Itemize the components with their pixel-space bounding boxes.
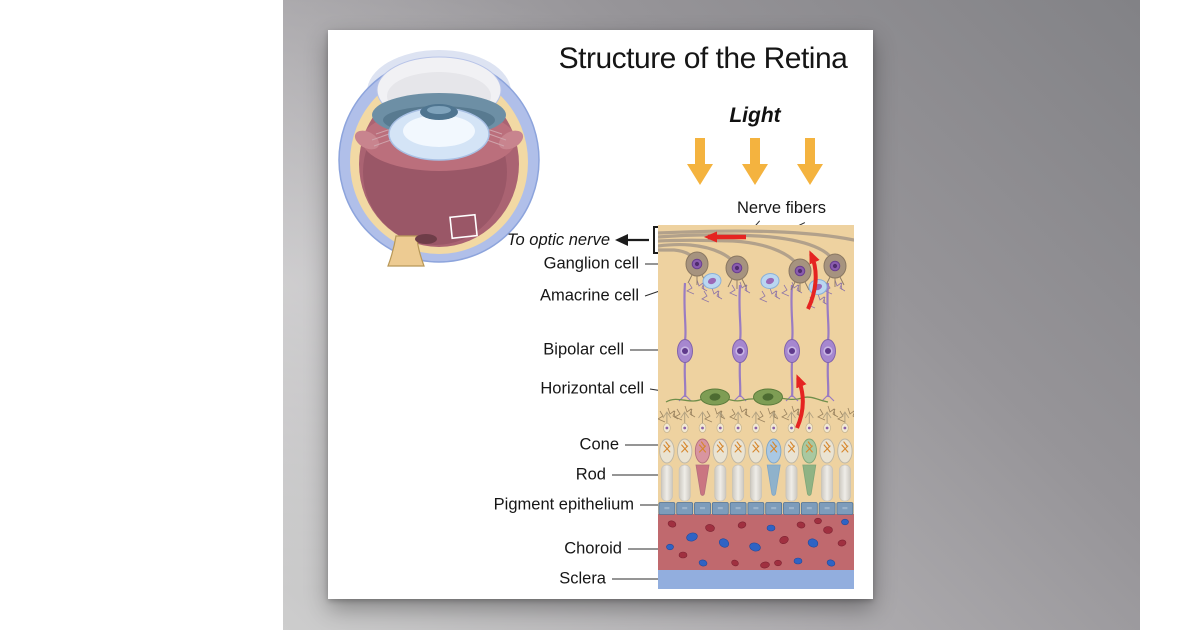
to-optic-nerve-row: To optic nerve <box>507 226 661 254</box>
horizontal-cell-label-row: Horizontal cell <box>540 380 702 399</box>
label-lead-line <box>612 578 667 580</box>
photoreceptor-column-rod <box>677 411 693 502</box>
photoreceptor-column-rod <box>837 411 853 502</box>
bipolar-cell-label-row: Bipolar cell <box>543 341 678 360</box>
ciliary-body-left <box>354 130 380 150</box>
fiber-bundle-bracket <box>653 226 661 254</box>
ciliary-body-right <box>498 130 524 150</box>
eye-cross-section-illustration <box>338 50 540 267</box>
photoreceptor-column-rod <box>659 411 675 502</box>
pigment-epithelium-label: Pigment epithelium <box>493 495 634 514</box>
choroid-label: Choroid <box>564 539 622 558</box>
poster-title: Structure of the Retina <box>558 42 848 75</box>
horizontal-cell-label: Horizontal cell <box>540 379 644 398</box>
amacrine-cell-label: Amacrine cell <box>539 286 639 305</box>
signal-direction-arrows <box>704 231 820 429</box>
ganglion-cell-label: Ganglion cell <box>543 254 639 273</box>
left-arrow-icon <box>615 234 649 246</box>
photoreceptor-columns <box>659 411 853 502</box>
choroid-layer <box>658 514 854 570</box>
to-optic-nerve-label: To optic nerve <box>506 230 610 249</box>
label-lead-line <box>612 474 668 476</box>
zoom-region-indicator <box>449 213 478 240</box>
choroid-blood-cells <box>666 517 849 569</box>
bipolar-cells <box>677 282 836 402</box>
amacrine-cell-label-row: Amacrine cell <box>539 275 705 306</box>
lens-highlight <box>403 115 475 147</box>
plexiform-tangles <box>658 279 854 423</box>
lens-top-highlight <box>427 106 451 114</box>
nerve-fibers-label: Nerve fibers <box>737 199 826 217</box>
retina-layers-diagram <box>658 225 854 589</box>
photoreceptor-column-rod <box>783 411 800 502</box>
photoreceptor-column-cone_green <box>801 411 817 496</box>
photoreceptor-column-rod <box>748 411 764 502</box>
optic-disc <box>415 234 437 244</box>
light-arrow <box>687 138 713 185</box>
pigment-epithelium-row <box>658 502 854 515</box>
rod-label: Rod <box>575 465 606 484</box>
photoreceptor-column-rod <box>712 411 728 502</box>
photoreceptor-column-rod <box>730 411 746 502</box>
light-arrow <box>797 138 823 185</box>
photoreceptor-column-cone_red <box>694 411 711 496</box>
choroid-label-row: Choroid <box>564 540 665 559</box>
sclera-label: Sclera <box>559 569 606 588</box>
bipolar-cell-label: Bipolar cell <box>543 340 624 359</box>
retina-poster: Structure of the Retina <box>328 30 873 599</box>
sclera-label-row: Sclera <box>559 570 667 589</box>
rod-label-row: Rod <box>576 466 668 485</box>
label-lead-line <box>630 349 678 351</box>
light-label: Light <box>729 104 781 127</box>
sclera-layer <box>658 570 854 589</box>
light-arrow <box>742 138 768 185</box>
photoreceptor-column-rod <box>819 411 835 502</box>
label-lead-line <box>640 504 662 506</box>
label-lead-line <box>628 548 665 550</box>
photoreceptor-column-cone_blue <box>766 411 782 496</box>
cone-label: Cone <box>579 435 619 454</box>
pigment-epithelium-label-row: Pigment epithelium <box>494 496 662 515</box>
